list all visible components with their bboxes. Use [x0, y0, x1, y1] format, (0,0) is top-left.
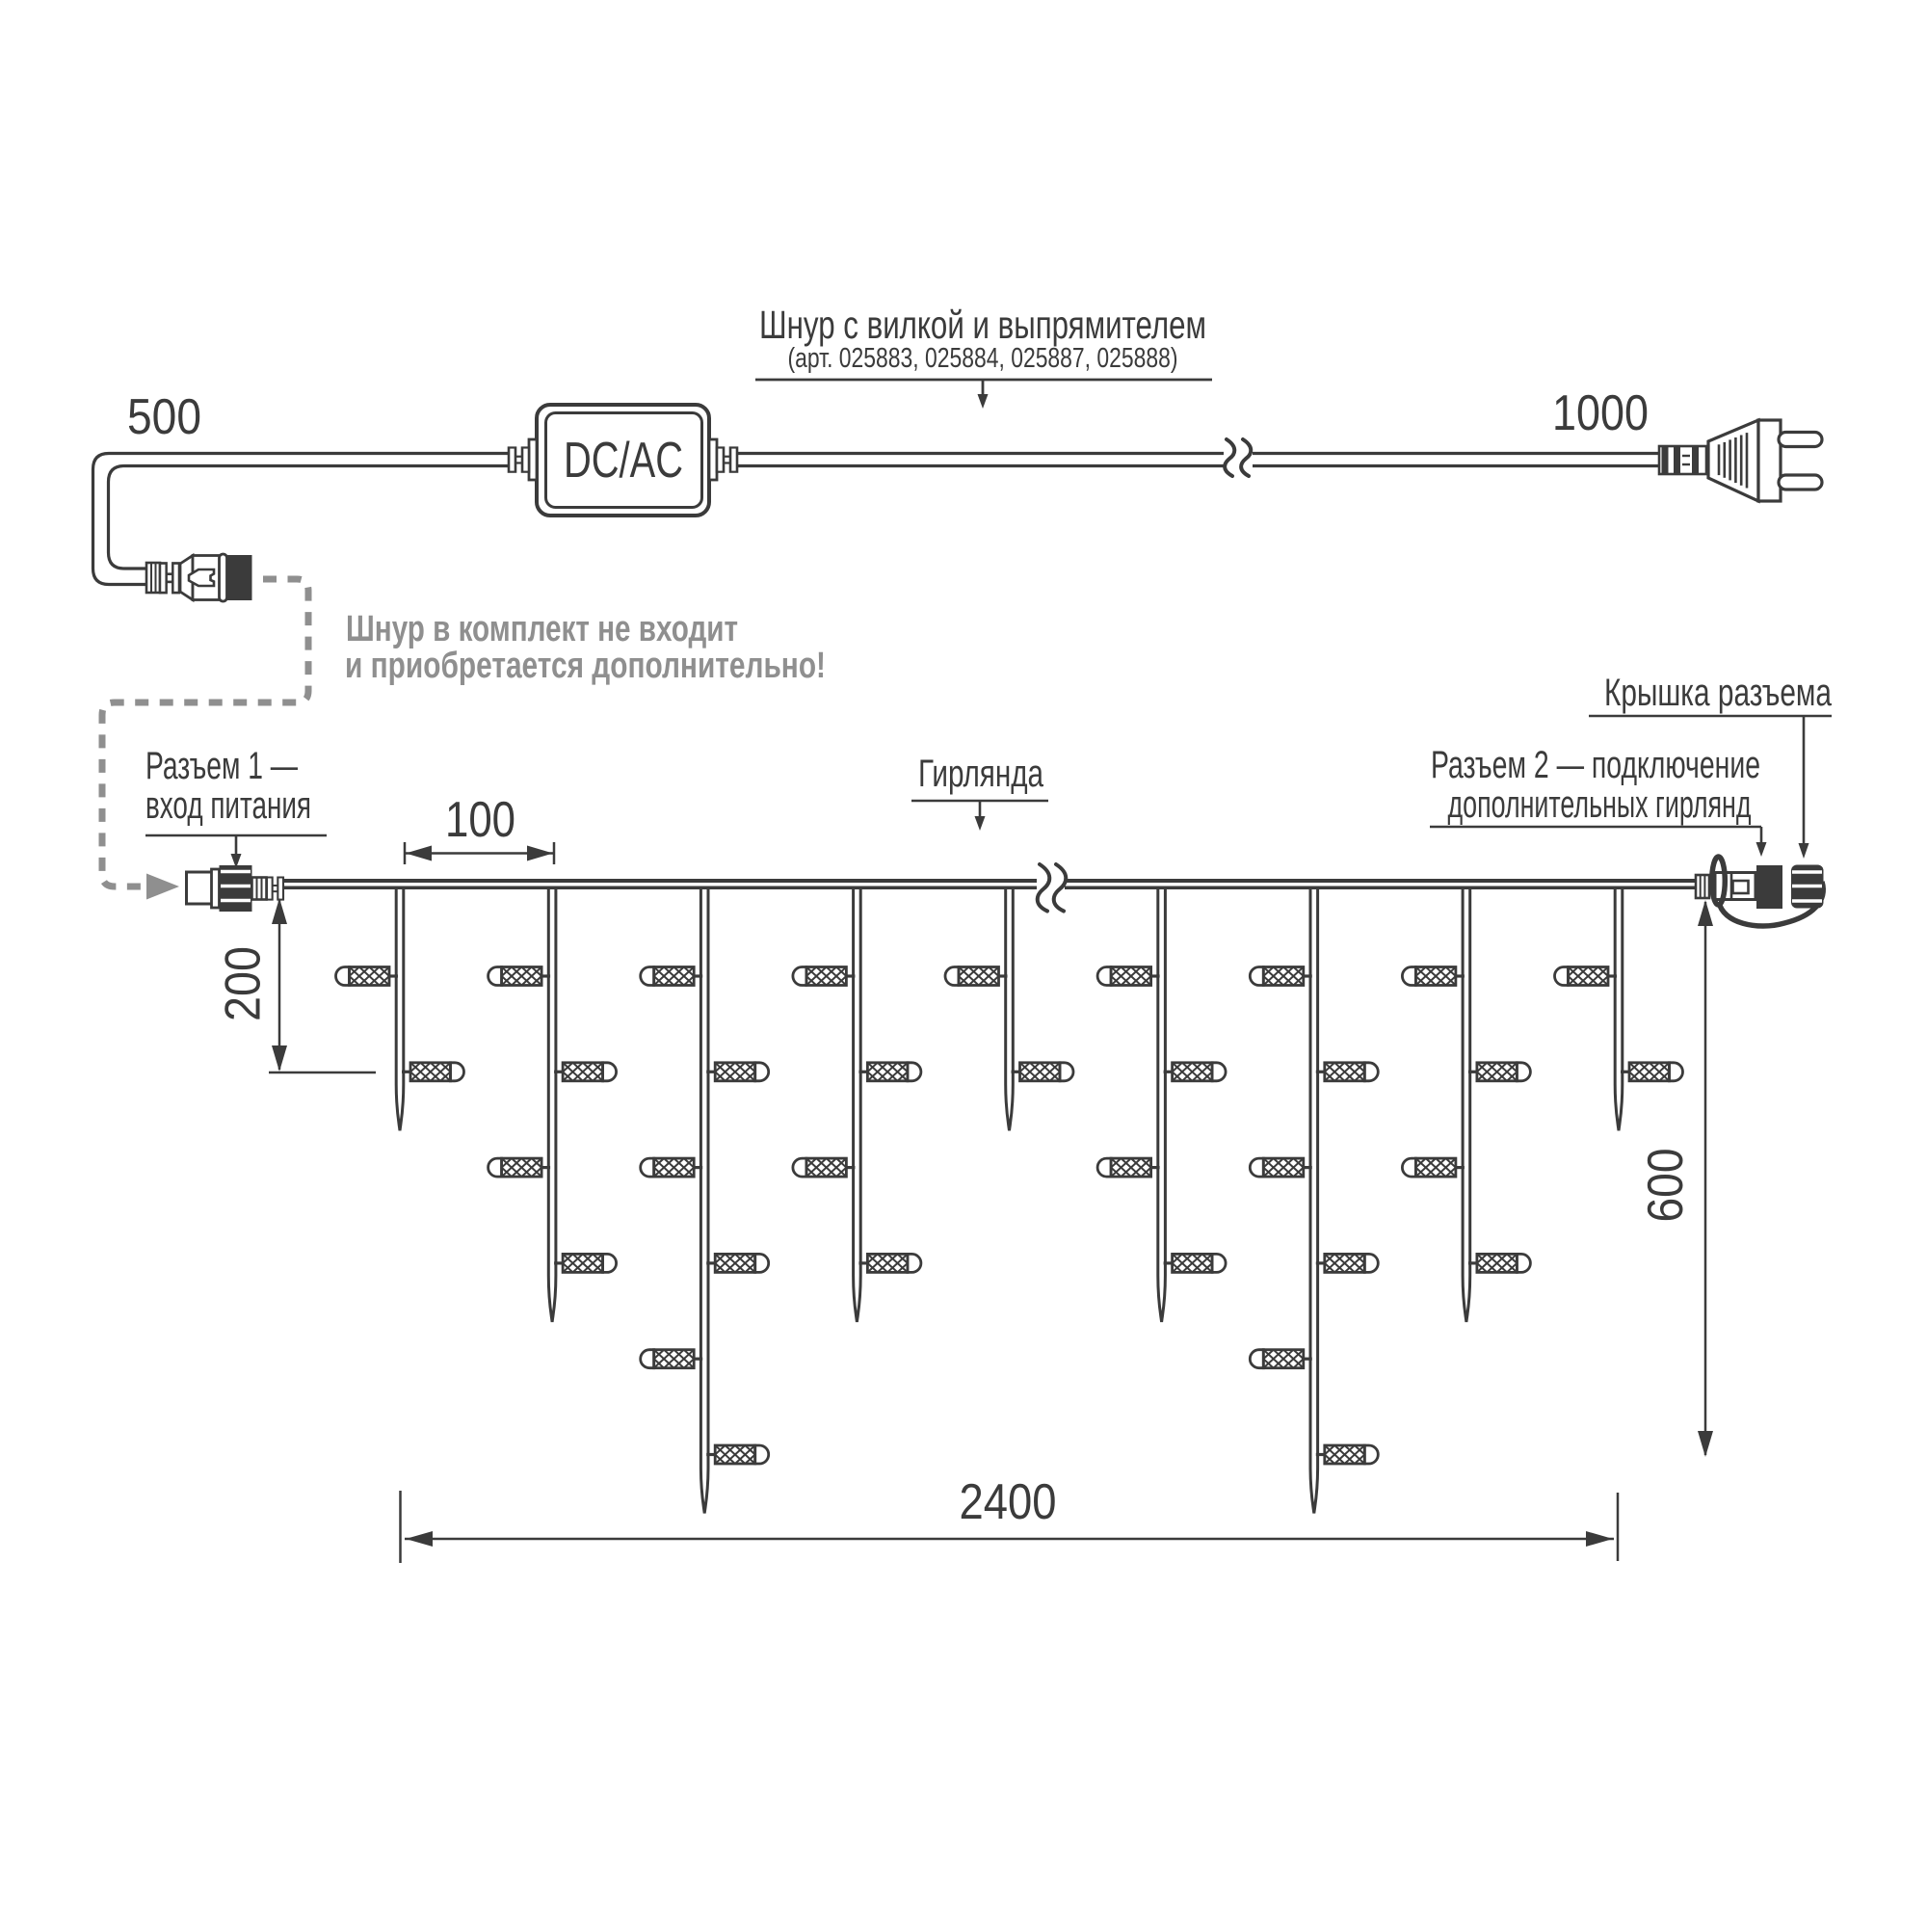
svg-text:Шнур с вилкой и выпрямителем: Шнур с вилкой и выпрямителем [759, 303, 1206, 347]
svg-text:дополнительных гирлянд: дополнительных гирлянд [1448, 783, 1752, 826]
svg-text:Крышка разъема: Крышка разъема [1604, 672, 1833, 714]
svg-text:вход питания: вход питания [145, 784, 311, 827]
svg-text:1000: 1000 [1552, 385, 1649, 441]
svg-text:Разъем 1 —: Разъем 1 — [145, 745, 298, 787]
svg-text:и приобретается дополнительно!: и приобретается дополнительно! [345, 646, 826, 686]
svg-text:(арт. 025883, 025884, 025887,: (арт. 025883, 025884, 025887, 025888) [788, 343, 1178, 374]
svg-text:500: 500 [127, 389, 201, 445]
svg-text:100: 100 [445, 792, 515, 848]
svg-text:2400: 2400 [960, 1474, 1057, 1530]
svg-text:200: 200 [216, 946, 272, 1021]
svg-text:Разъем 2 — подключение: Разъем 2 — подключение [1431, 744, 1760, 786]
svg-text:600: 600 [1638, 1149, 1694, 1223]
svg-text:Шнур в комплект не входит: Шнур в комплект не входит [346, 609, 738, 649]
svg-text:DC/AC: DC/AC [564, 433, 683, 489]
svg-text:Гирлянда: Гирлянда [918, 753, 1044, 795]
